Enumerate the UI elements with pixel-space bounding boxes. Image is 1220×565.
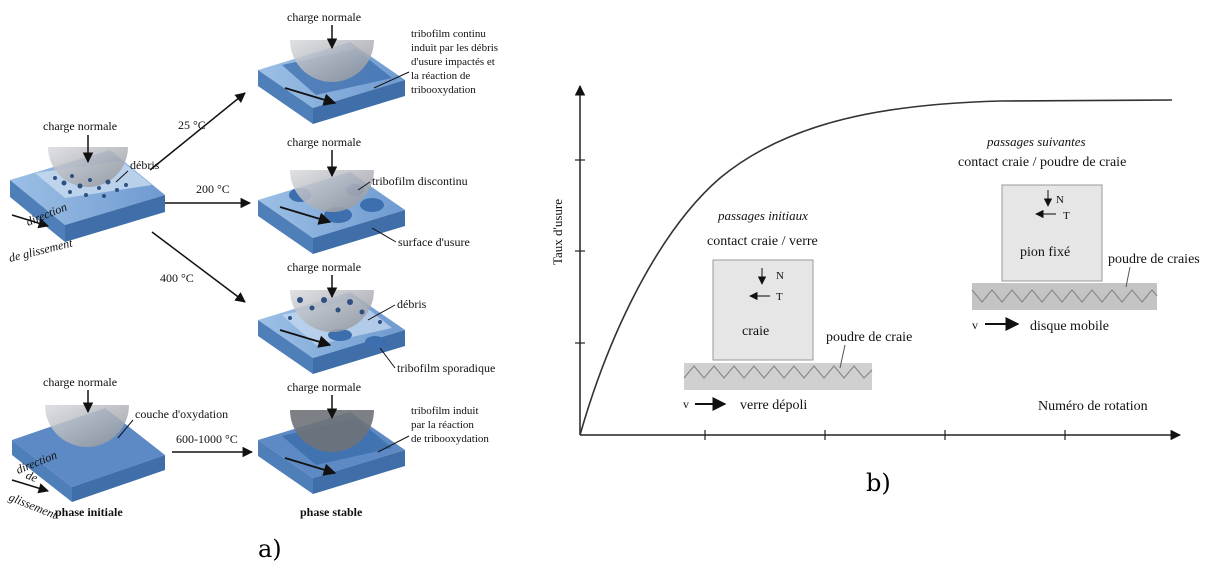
arrow-sliding-phase-initiale [11,479,50,494]
panel-b: Taux d'usure passages initiaux contact c… [550,84,1200,497]
leader-surface-usure [371,227,397,243]
label-v-subsequent: v [972,318,978,332]
leader-couche-oxydation [117,419,134,439]
label-v-initial: v [683,397,689,411]
leader-tribofilm-discontinu [357,181,371,191]
label-craie: craie [742,324,769,339]
svg-text:la réaction de: la réaction de [411,70,470,82]
svg-text:induit par les débris: induit par les débris [411,42,498,54]
axis-ticks [575,159,1066,440]
block-200c [258,170,405,254]
leader-poudre-subsequent [1125,266,1131,288]
block-initial-debris [10,147,165,242]
label-pion-fixe: pion fixé [1020,245,1070,260]
label-de-glissement-1: de glissement [7,235,74,264]
leader-poudre-initial [839,344,846,369]
label-tribofilm-discontinu: tribofilm discontinu [372,174,468,188]
label-passages-initiaux: passages initiaux [717,208,808,223]
svg-text:tribooxydation: tribooxydation [411,84,476,96]
label-temp-200: 200 °C [196,182,230,196]
block-400c [258,290,405,374]
label-tribofilm-induit: tribofilm induit par la réaction de trib… [411,405,489,445]
ground-glass [684,363,872,390]
label-T-subsequent: T [1063,210,1070,222]
arrow-sliding-initial [11,214,50,229]
leader-tribofilm-continu [373,71,410,89]
svg-text:d'usure impactés et: d'usure impactés et [411,56,495,68]
label-charge-normale-25c: charge normale [287,10,361,24]
label-charge-normale-200c: charge normale [287,135,361,149]
label-temp-25: 25 °C [178,118,206,132]
label-debris-400c: débris [397,297,427,311]
label-charge-normale-stable: charge normale [287,380,361,394]
y-axis-label: Taux d'usure [550,199,565,265]
label-tribofilm-continu: tribofilm continu induit par les débris … [411,28,498,96]
label-disque-mobile: disque mobile [1030,319,1109,334]
leader-debris-initial [115,170,129,183]
block-25c [258,40,405,124]
leader-tribofilm-sporadique [379,347,396,369]
leader-tribofilm-induit [377,435,410,453]
label-poudre-de-craies: poudre de craies [1108,252,1200,267]
label-couche-oxydation: couche d'oxydation [135,407,228,421]
label-tribofilm-sporadique: tribofilm sporadique [397,361,495,375]
x-axis-label: Numéro de rotation [1038,399,1148,414]
label-phase-stable: phase stable [300,505,363,519]
fixed-pin [1001,184,1103,282]
label-contact-craie-poudre: contact craie / poudre de craie [958,155,1126,170]
caption-b: b) [866,469,891,497]
label-poudre-de-craie-initial: poudre de craie [826,330,912,345]
leader-debris-400c [367,304,396,321]
debris-particles [53,174,128,198]
label-phase-initiale: phase initiale [55,505,123,519]
svg-text:tribofilm continu: tribofilm continu [411,28,486,40]
arrow-to-25c [149,92,246,171]
disk-roughness [971,289,1158,303]
label-charge-normale-initiale: charge normale [43,375,117,389]
arrow-to-400c [151,231,246,303]
label-T-initial: T [776,291,783,303]
svg-text:tribofilm induit: tribofilm induit [411,405,479,417]
svg-text:par la réaction: par la réaction [411,419,474,431]
label-glissement-2: glissement [7,490,60,522]
glass-roughness [683,365,873,379]
chalk-block [712,259,814,361]
caption-a: a) [258,535,282,563]
label-charge-normale-initial: charge normale [43,119,117,133]
label-contact-craie-verre: contact craie / verre [707,234,818,249]
label-temp-400: 400 °C [160,271,194,285]
label-passages-suivantes: passages suivantes [986,134,1086,149]
block-phase-stable [258,410,405,494]
label-charge-normale-400c: charge normale [287,260,361,274]
panel-a: charge normale débris direction de gliss… [7,10,498,563]
label-N-subsequent: N [1056,194,1064,206]
label-temp-600-1000: 600-1000 °C [176,432,238,446]
wear-rate-curve [579,99,1173,436]
label-surface-usure: surface d'usure [398,235,470,249]
label-N-initial: N [776,270,784,282]
label-verre-depoli: verre dépoli [740,398,807,413]
svg-text:de tribooxydation: de tribooxydation [411,433,489,445]
mobile-disk [972,283,1157,310]
